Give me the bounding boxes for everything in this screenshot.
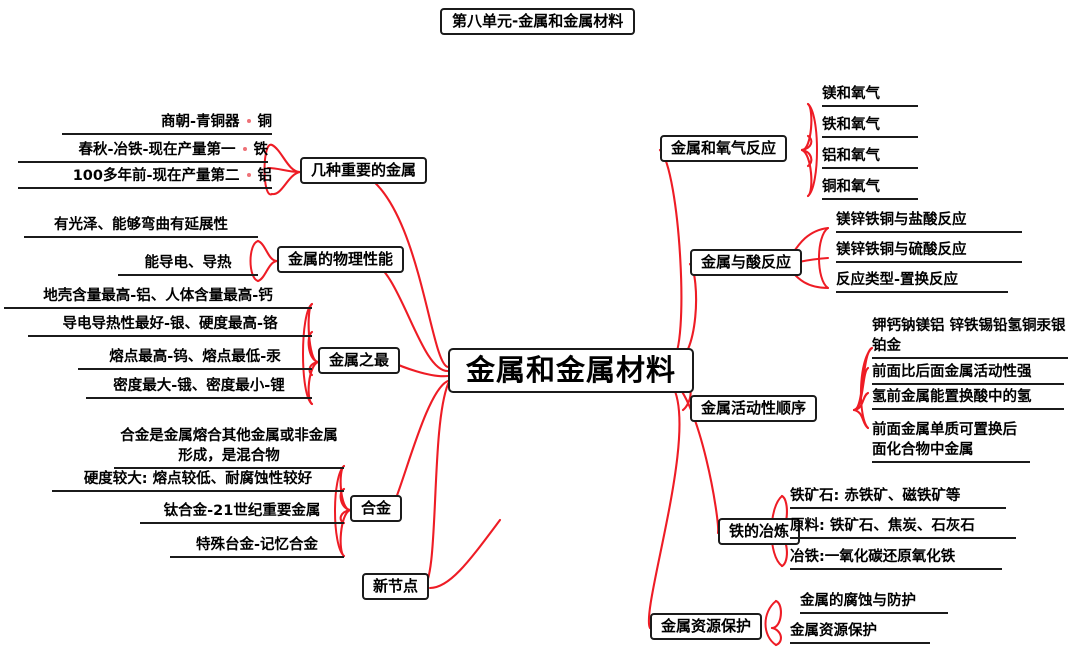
leaf-acid-2[interactable]: 反应类型-置换反应 [836, 271, 1008, 293]
leaf-physical-property-0[interactable]: 有光泽、能够弯曲有延展性 [24, 216, 258, 238]
branch-node-alloy[interactable]: 合金 [350, 495, 403, 522]
leaf-metal: 铁 [253, 142, 269, 158]
leaf-superlative-1[interactable]: 导电导热性最好-银、硬度最高-铬 [28, 315, 312, 337]
branch-node-metal-acid-reaction[interactable]: 金属与酸反应 [690, 249, 803, 276]
branch-node-important-metals[interactable]: 几种重要的金属 [300, 157, 428, 184]
branch-node-iron-smelting[interactable]: 铁的冶炼 [718, 518, 801, 545]
leaf-protection-0[interactable]: 金属的腐蚀与防护 [800, 592, 948, 614]
branch-node-metal-superlatives[interactable]: 金属之最 [318, 347, 401, 374]
leaf-superlative-0[interactable]: 地壳含量最高-铝、人体含量最高-钙 [4, 287, 312, 309]
center-node[interactable]: 金属和金属材料 [448, 348, 695, 393]
leaf-activity-3[interactable]: 前面金属单质可置换后面化合物中金属 [872, 420, 1030, 463]
leaf-text: 商朝-青铜器 [160, 114, 240, 130]
leaf-activity-2[interactable]: 氢前金属能置换酸中的氢 [872, 388, 1064, 410]
leaf-alloy-3[interactable]: 特殊台金-记忆合金 [170, 536, 344, 558]
branch-node-new-node[interactable]: 新节点 [362, 573, 430, 600]
branch-node-resource-protection[interactable]: 金属资源保护 [650, 613, 763, 640]
leaf-text: 春秋-冶铁-现在产量第一 [78, 142, 236, 158]
leaf-text: 100多年前-现在产量第二 [72, 168, 240, 184]
leaf-oxygen-2[interactable]: 铝和氧气 [822, 147, 918, 169]
leaf-activity-0[interactable]: 钾钙钠镁铝 锌铁锡铅氢铜汞银铂金 [872, 316, 1068, 359]
leaf-oxygen-1[interactable]: 铁和氧气 [822, 116, 918, 138]
leaf-iron-2[interactable]: 冶铁:一氧化碳还原氧化铁 [790, 548, 1002, 570]
leaf-metal: 铝 [257, 168, 273, 184]
leaf-important-metal-2[interactable]: 100多年前-现在产量第二 铝 [18, 167, 272, 189]
leaf-protection-1[interactable]: 金属资源保护 [790, 622, 930, 644]
leaf-important-metal-1[interactable]: 春秋-冶铁-现在产量第一 铁 [18, 141, 268, 163]
bullet-dot [246, 172, 251, 177]
leaf-alloy-0[interactable]: 合金是金属熔合其他金属或非金属形成，是混合物 [114, 426, 344, 469]
leaf-oxygen-0[interactable]: 镁和氧气 [822, 85, 918, 107]
leaf-oxygen-3[interactable]: 铜和氧气 [822, 178, 918, 200]
page-title: 第八单元-金属和金属材料 [440, 8, 636, 35]
leaf-alloy-2[interactable]: 钛合金-21世纪重要金属 [140, 502, 344, 524]
leaf-acid-0[interactable]: 镁锌铁铜与盐酸反应 [836, 211, 1022, 233]
leaf-activity-1[interactable]: 前面比后面金属活动性强 [872, 363, 1064, 385]
leaf-superlative-2[interactable]: 熔点最高-钨、熔点最低-汞 [78, 348, 312, 370]
leaf-alloy-1[interactable]: 硬度较大: 熔点较低、耐腐蚀性较好 [52, 470, 344, 492]
leaf-superlative-3[interactable]: 密度最大-锇、密度最小-锂 [86, 377, 312, 399]
branch-node-metal-oxygen-reaction[interactable]: 金属和氧气反应 [660, 135, 788, 162]
leaf-iron-1[interactable]: 原料: 铁矿石、焦炭、石灰石 [790, 517, 1016, 539]
bullet-dot [242, 146, 247, 151]
bullet-dot [246, 118, 251, 123]
leaf-physical-property-1[interactable]: 能导电、导热 [118, 254, 258, 276]
branch-node-activity-series[interactable]: 金属活动性顺序 [690, 395, 818, 422]
branch-node-physical-properties[interactable]: 金属的物理性能 [277, 246, 405, 273]
leaf-metal: 铜 [257, 114, 273, 130]
leaf-acid-1[interactable]: 镁锌铁铜与硫酸反应 [836, 241, 1022, 263]
leaf-important-metal-0[interactable]: 商朝-青铜器 铜 [62, 113, 272, 135]
leaf-iron-0[interactable]: 铁矿石: 赤铁矿、磁铁矿等 [790, 487, 1006, 509]
